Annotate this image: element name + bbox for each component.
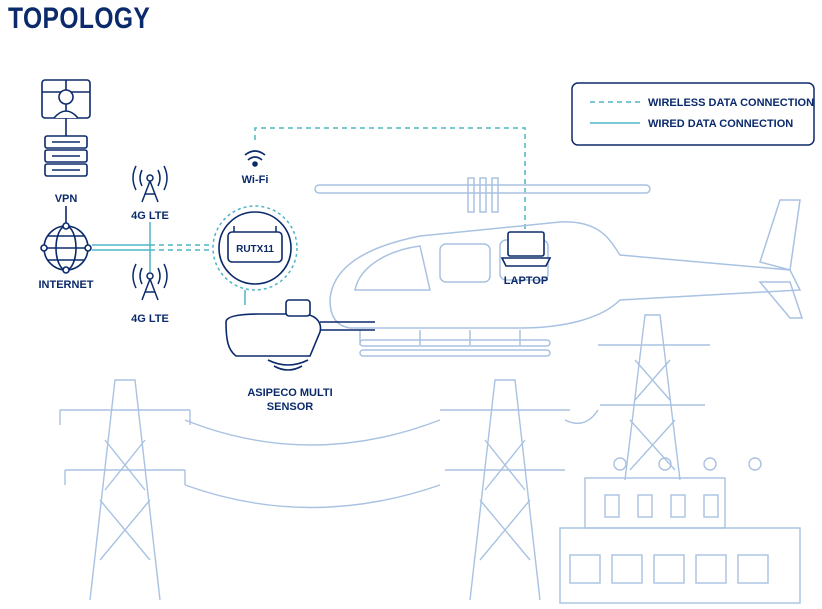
router-label: RUTX11 [236,244,274,255]
sensor-label-line1: ASIPECO MULTI [247,387,332,399]
router-icon [212,205,298,291]
connections [92,127,526,305]
vpn-label: VPN [55,193,78,205]
power-tower-left [59,379,191,601]
laptop-icon [500,231,552,267]
page-title: TOPOLOGY [8,2,151,35]
vpn-server-icon [41,79,91,177]
laptop-label: LAPTOP [504,275,548,287]
sensor-icon [225,299,375,371]
wired-legend-label: WIRED DATA CONNECTION [648,118,793,130]
lte-tower-bottom-icon [132,263,168,301]
lte-tower-top-icon [132,165,168,203]
internet-label: INTERNET [39,279,94,291]
internet-globe-icon [40,206,92,274]
power-tower-right [598,314,710,481]
power-cables [184,409,599,509]
wireless-wifi-link [254,127,526,232]
wifi-icon [244,150,266,167]
sensor-label-line2: SENSOR [267,401,314,413]
power-tower-middle [440,379,570,601]
wifi-label: Wi-Fi [242,174,269,186]
substation-building [559,457,801,604]
legend: WIRELESS DATA CONNECTION WIRED DATA CONN… [571,82,815,146]
lte-bottom-label: 4G LTE [131,313,169,325]
helicopter-illustration [314,177,804,357]
wireless-legend-label: WIRELESS DATA CONNECTION [648,97,814,109]
lte-top-label: 4G LTE [131,210,169,222]
